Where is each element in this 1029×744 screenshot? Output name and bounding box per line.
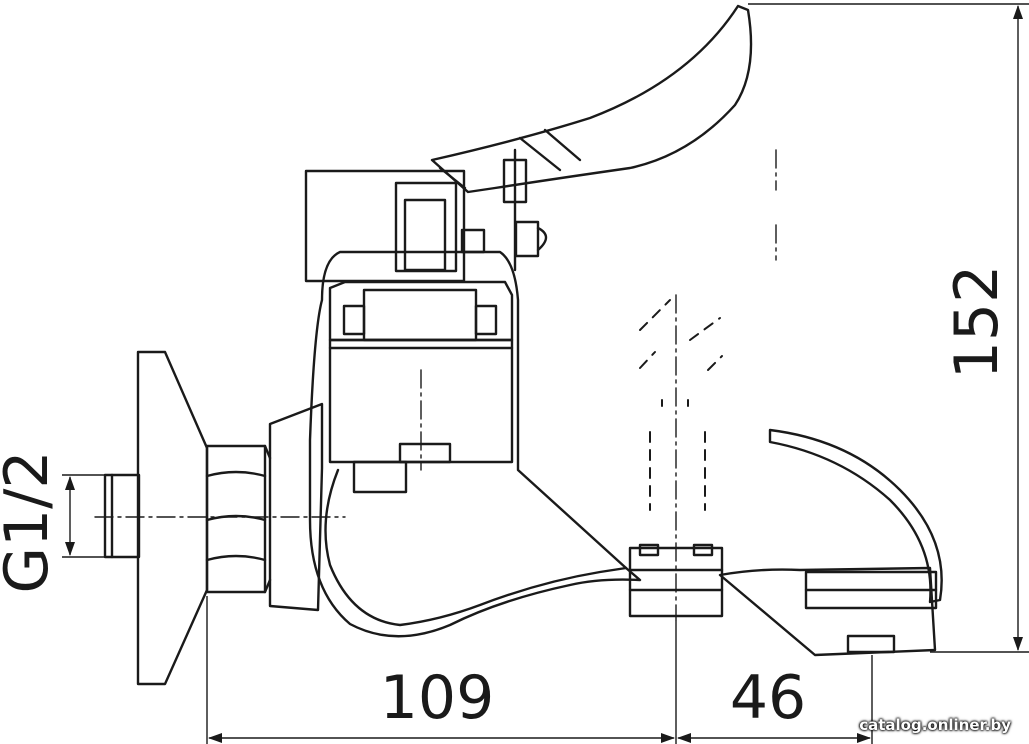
- dim-label-height: 152: [942, 265, 1012, 380]
- hex-nut: [205, 444, 272, 594]
- mixer-body: [308, 250, 642, 638]
- phantom-lines: [639, 299, 723, 511]
- wall-flange: [136, 350, 209, 686]
- diverter: [718, 428, 943, 657]
- dim-label-46: 46: [730, 663, 806, 733]
- dim-label-109: 109: [380, 663, 495, 733]
- cartridge: [328, 280, 514, 494]
- mixer-connector: [268, 402, 324, 612]
- center-lines: [94, 149, 777, 621]
- lever-handle: [430, 4, 753, 194]
- handle-base: [304, 169, 466, 283]
- inlet-pipe: [103, 473, 141, 559]
- watermark: catalog.onliner.by: [859, 716, 1011, 734]
- dim-label-thread: G1/2: [0, 450, 62, 593]
- hinge-pin: [460, 148, 548, 272]
